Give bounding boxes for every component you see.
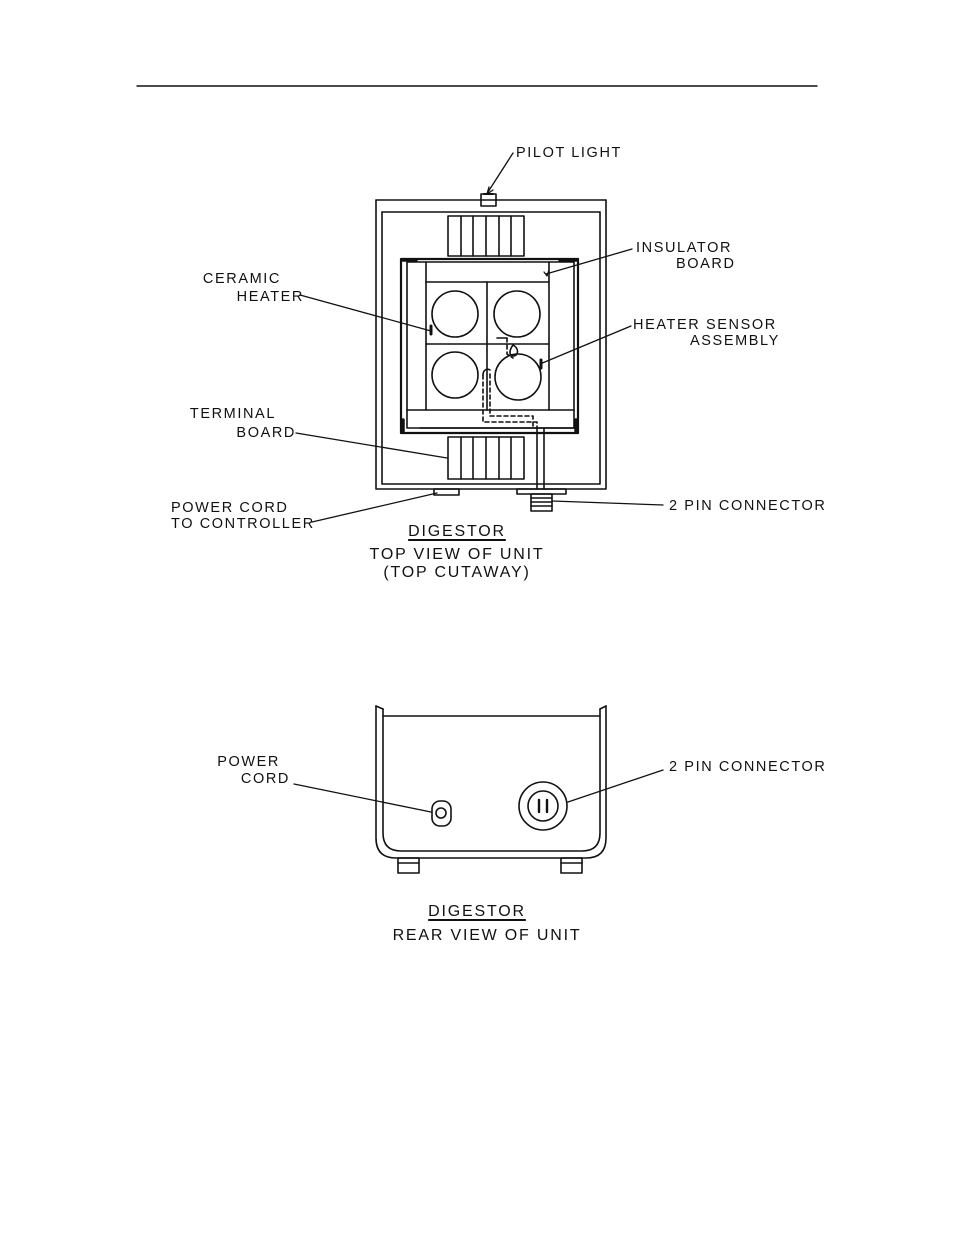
top-view-leader-lines bbox=[296, 153, 663, 522]
two-pin-connector-socket bbox=[519, 782, 567, 830]
label-rear-power-cord-line2: CORD bbox=[241, 771, 290, 788]
rear-view-caption-line1: REAR VIEW OF UNIT bbox=[372, 926, 602, 945]
label-terminal-board-line1: TERMINAL bbox=[190, 406, 276, 423]
label-heater-sensor-line1: HEATER SENSOR bbox=[633, 317, 777, 334]
rear-housing-outer bbox=[376, 706, 606, 858]
power-cord-stub bbox=[434, 489, 459, 495]
ceramic-heater-part bbox=[426, 282, 549, 410]
insulator-board-part bbox=[401, 259, 578, 433]
heater-sensor-part bbox=[483, 338, 541, 428]
rear-housing-inner bbox=[383, 709, 600, 851]
label-two-pin-connector-top: 2 PIN CONNECTOR bbox=[669, 498, 826, 515]
label-terminal-board-line2: BOARD bbox=[236, 425, 296, 442]
rear-view-leader-lines bbox=[294, 770, 663, 812]
upper-terminal-strip bbox=[448, 216, 524, 256]
housing-inner-wall bbox=[382, 212, 600, 484]
top-view-caption-title: DIGESTOR bbox=[382, 522, 532, 541]
rear-feet bbox=[398, 858, 582, 873]
heater-circle-4 bbox=[495, 354, 541, 400]
top-view-caption-line1: TOP VIEW OF UNIT bbox=[352, 545, 562, 564]
top-view-drawing bbox=[296, 153, 663, 522]
label-rear-power-cord-line1: POWER bbox=[217, 754, 280, 771]
top-view-caption-line2: (TOP CUTAWAY) bbox=[352, 563, 562, 582]
label-two-pin-connector-rear: 2 PIN CONNECTOR bbox=[669, 759, 826, 776]
heater-circle-2 bbox=[494, 291, 540, 337]
rear-view-caption-title: DIGESTOR bbox=[402, 902, 552, 921]
heater-circle-1 bbox=[432, 291, 478, 337]
label-heater-sensor-line2: ASSEMBLY bbox=[690, 333, 780, 350]
two-pin-connector-top-part bbox=[517, 489, 566, 511]
terminal-board-part bbox=[448, 437, 524, 479]
rear-view-drawing bbox=[294, 706, 663, 873]
label-insulator-board-line1: INSULATOR bbox=[636, 240, 732, 257]
label-ceramic-heater-line2: HEATER bbox=[237, 289, 304, 306]
label-pilot-light: PILOT LIGHT bbox=[516, 145, 622, 162]
label-insulator-board-line2: BOARD bbox=[676, 256, 736, 273]
label-ceramic-heater-line1: CERAMIC bbox=[203, 271, 281, 288]
heater-circle-3 bbox=[432, 352, 478, 398]
label-power-cord-line1: POWER CORD bbox=[171, 500, 289, 517]
power-cord-grommet bbox=[432, 801, 451, 826]
label-power-cord-line2: TO CONTROLLER bbox=[171, 516, 315, 533]
